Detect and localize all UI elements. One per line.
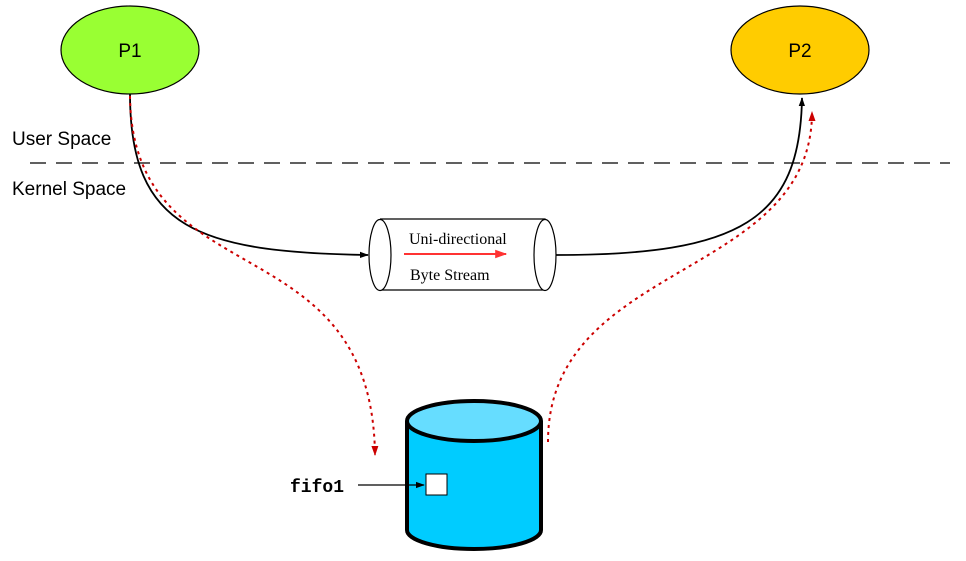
fifo-storage-top	[405, 399, 543, 443]
pipe-line1-label: Uni-directional	[409, 231, 507, 248]
p1-to-pipe-path	[129, 93, 369, 259]
process-p1-label: P1	[118, 41, 141, 62]
process-p2[interactable]: P2	[730, 5, 870, 95]
pipe-to-p2-path	[555, 97, 806, 256]
fifo-storage	[405, 399, 543, 551]
fifo-entry-box	[425, 473, 448, 496]
pipe: Uni-directional Byte Stream	[368, 218, 557, 292]
process-p1[interactable]: P1	[60, 5, 200, 95]
pipe-left-end	[368, 218, 392, 292]
kernel-space-label: Kernel Space	[12, 179, 126, 200]
fifo-to-p2-dotted-path	[547, 111, 816, 443]
pipe-line2-label: Byte Stream	[410, 267, 490, 284]
fifo-storage-body	[405, 421, 543, 551]
p1-to-fifo-dotted-path	[129, 95, 379, 456]
process-p2-label: P2	[788, 41, 811, 62]
fifo-label: fifo1	[290, 478, 344, 498]
user-space-label: User Space	[12, 129, 111, 150]
pipe-right-end	[533, 218, 557, 292]
